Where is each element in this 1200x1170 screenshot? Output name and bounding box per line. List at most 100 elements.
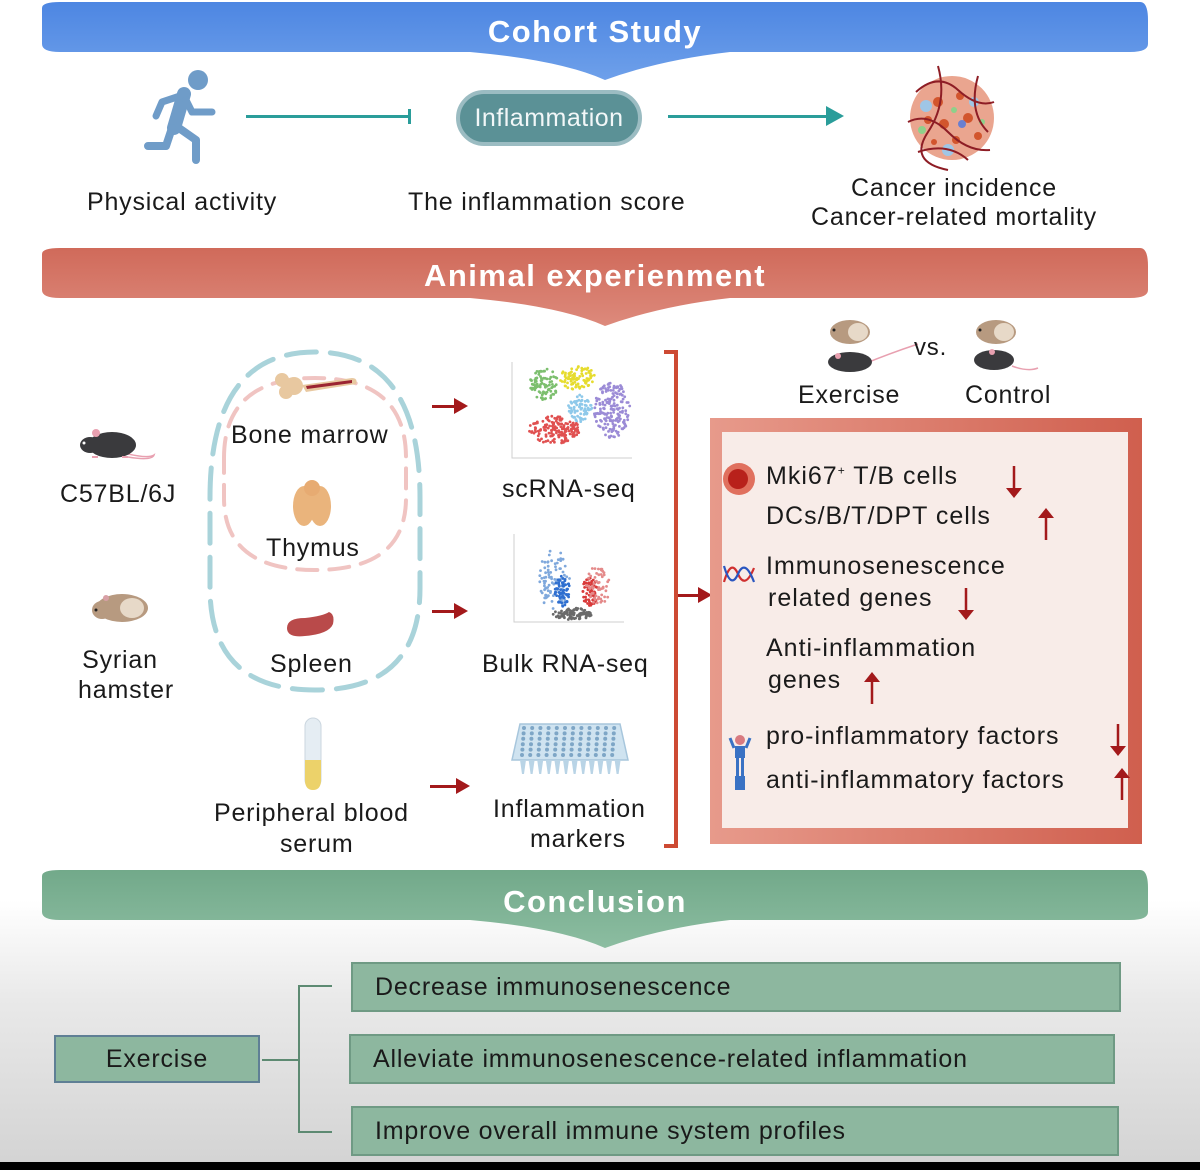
umap-dot — [543, 376, 547, 380]
umap-dot — [620, 393, 624, 397]
well — [577, 747, 582, 752]
volcano-dot — [555, 594, 558, 597]
umap-dot — [539, 382, 543, 386]
volcano-dot — [550, 559, 553, 563]
volcano-dot — [565, 575, 569, 579]
well — [522, 726, 526, 730]
umap-dot — [538, 385, 542, 389]
umap-dot — [549, 389, 553, 393]
umap-dot — [616, 430, 620, 434]
umap-dot — [559, 425, 563, 428]
volcano-dot — [587, 576, 590, 580]
umap-dot — [601, 402, 605, 406]
umap-cluster-icon — [508, 358, 636, 468]
umap-dot — [607, 386, 610, 390]
umap-dot — [572, 405, 576, 409]
umap-dot — [616, 419, 620, 423]
down-arrow-icon — [1004, 466, 1024, 500]
umap-dot — [556, 415, 560, 419]
volcano-dot — [597, 595, 601, 599]
volcano-dot — [546, 586, 549, 589]
volcano-dot — [565, 609, 569, 612]
well — [578, 736, 583, 741]
umap-dot — [547, 431, 551, 435]
volcano-dot — [591, 591, 595, 595]
umap-dot — [562, 424, 566, 427]
umap-dot — [532, 431, 536, 435]
cancer-mortality-label: Cancer-related mortality — [811, 203, 1097, 231]
well — [570, 731, 575, 736]
umap-dot — [601, 390, 604, 394]
hamster-icon — [88, 590, 152, 629]
arrow-to-results — [678, 587, 712, 603]
umap-dot — [626, 401, 630, 404]
exercise-group-label: Exercise — [798, 381, 901, 409]
volcano-dot — [585, 592, 589, 595]
umap-dot — [573, 415, 576, 419]
result-mki67-text-after: T/B cells — [845, 462, 959, 490]
umap-dot — [604, 426, 608, 430]
result-immunosenescence-2: related genes — [768, 584, 933, 612]
umap-dot — [580, 395, 584, 398]
well — [562, 736, 567, 741]
umap-dot — [580, 406, 584, 410]
vs-label: vs. — [914, 334, 948, 361]
umap-dot — [564, 436, 567, 440]
umap-dot — [575, 433, 579, 437]
volcano-dot — [561, 589, 565, 593]
umap-dot — [564, 433, 568, 437]
umap-dot — [571, 382, 575, 386]
volcano-dot — [577, 613, 581, 617]
umap-dot — [550, 380, 554, 383]
umap-dot — [573, 411, 577, 414]
umap-dot — [569, 400, 573, 404]
umap-dot — [612, 394, 616, 397]
umap-dot — [577, 365, 580, 368]
well — [602, 753, 606, 757]
umap-dot — [583, 399, 587, 403]
umap-dot — [587, 408, 591, 412]
volcano-dot — [539, 569, 542, 572]
peripheral-blood-label: Peripheral blood — [214, 799, 409, 827]
volcano-dot — [559, 588, 562, 592]
umap-dot — [604, 433, 607, 437]
arrow-to-markers — [430, 778, 470, 794]
volcano-dot — [603, 595, 606, 599]
well — [529, 731, 534, 736]
volcano-dot — [563, 603, 567, 607]
well — [610, 747, 615, 752]
methods-bracket — [664, 350, 678, 848]
spleen-label: Spleen — [270, 650, 353, 678]
volcano-dot — [568, 577, 571, 580]
umap-dot — [585, 377, 589, 380]
well — [604, 726, 608, 730]
well — [538, 731, 542, 736]
bulk-rna-seq-label: Bulk RNA-seq — [482, 650, 649, 678]
volcano-dot — [561, 582, 565, 586]
umap-dot — [571, 374, 574, 377]
umap-dot — [621, 397, 625, 401]
bone-icon — [272, 372, 358, 407]
volcano-dot — [559, 574, 563, 578]
well-tip — [520, 760, 526, 774]
umap-dot — [624, 424, 628, 428]
umap-dot — [602, 407, 606, 411]
well — [579, 731, 583, 736]
well — [520, 747, 525, 752]
umap-dot — [535, 395, 539, 399]
volcano-dot — [547, 594, 550, 598]
volcano-dot — [553, 587, 557, 591]
inflammation-pill: Inflammation — [456, 90, 642, 146]
well — [569, 747, 574, 752]
umap-dot — [582, 385, 586, 389]
volcano-dot — [595, 579, 598, 583]
umap-dot — [606, 423, 610, 426]
umap-dot — [539, 379, 543, 383]
umap-dot — [618, 406, 621, 410]
umap-dot — [564, 422, 568, 425]
umap-dot — [583, 417, 587, 421]
result-mki67-sup: + — [837, 463, 846, 478]
up-arrow-icon — [1112, 766, 1132, 800]
umap-dot — [579, 412, 583, 416]
umap-dot — [544, 429, 548, 432]
